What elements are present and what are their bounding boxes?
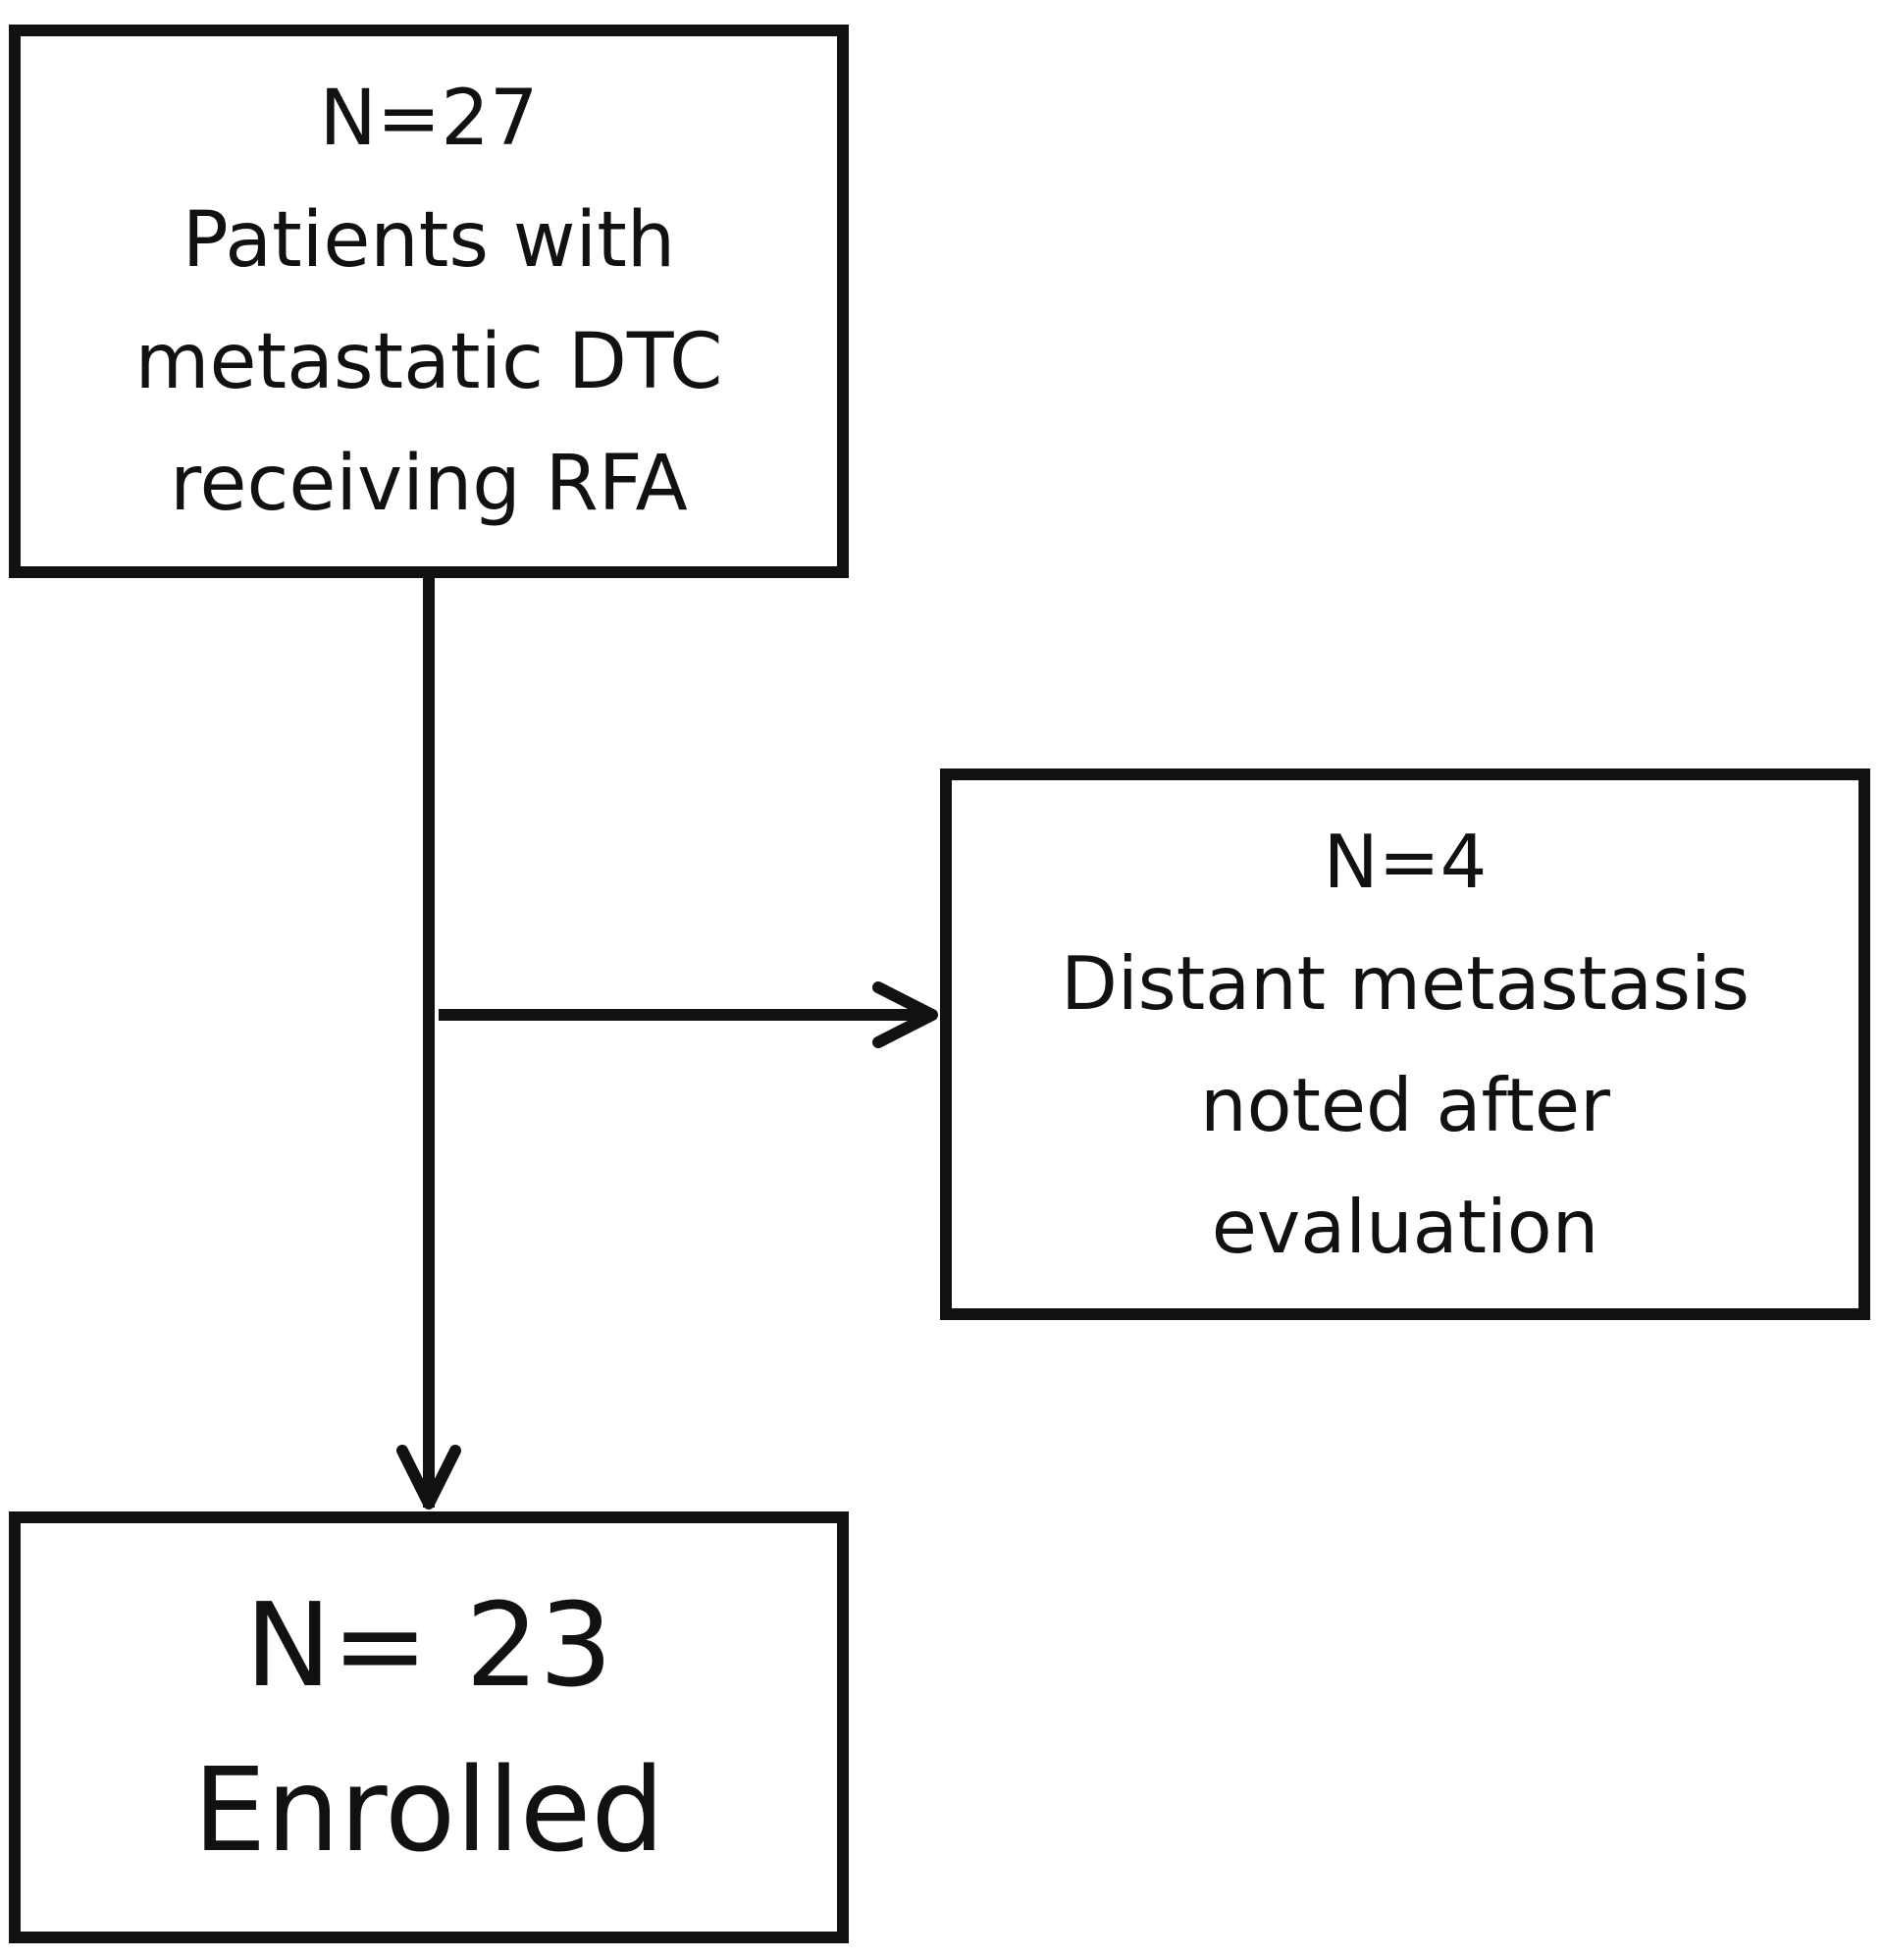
exclusion-branch-arrowhead — [872, 981, 938, 1048]
node-start-count: N=27 — [319, 75, 539, 163]
node-enrolled-count: N= 23 — [244, 1577, 613, 1713]
node-start-text-1: Patients with — [182, 196, 676, 285]
node-start: N=27 Patients with metastatic DTC receiv… — [9, 25, 849, 578]
node-excluded-text-2: noted after — [1200, 1062, 1610, 1148]
node-start-text-3: receiving RFA — [170, 440, 688, 528]
node-excluded: N=4 Distant metastasis noted after evalu… — [940, 768, 1870, 1320]
node-excluded-count: N=4 — [1323, 819, 1488, 905]
main-flow-arrowhead — [396, 1445, 461, 1510]
node-enrolled-text-1: Enrolled — [192, 1742, 665, 1878]
node-excluded-text-3: evaluation — [1211, 1184, 1599, 1270]
node-start-text-2: metastatic DTC — [134, 318, 723, 406]
node-enrolled: N= 23 Enrolled — [9, 1511, 849, 1943]
node-excluded-text-1: Distant metastasis — [1061, 940, 1750, 1027]
